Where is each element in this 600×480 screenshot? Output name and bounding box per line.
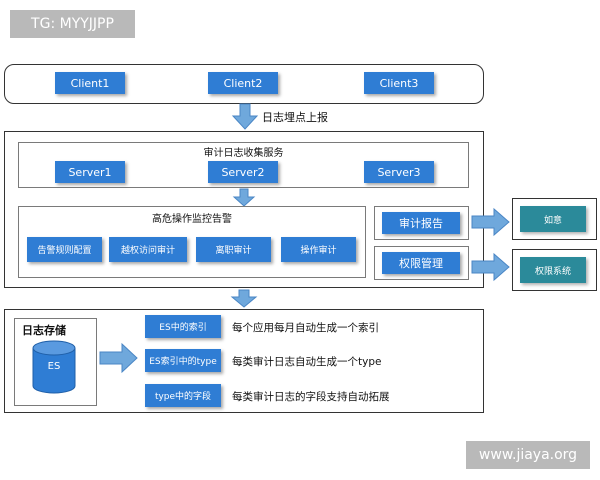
client-2-box: Client2 xyxy=(208,72,278,94)
storage-desc-type: 每类审计日志自动生成一个type xyxy=(232,356,382,368)
storage-title: 日志存储 xyxy=(22,324,66,337)
target-ruyi-label: 如意 xyxy=(543,215,562,226)
server-1-box: Server1 xyxy=(55,161,125,183)
storage-key-type-label: ES索引中的type xyxy=(149,357,217,367)
monitor-item-operation-label: 操作审计 xyxy=(300,246,337,256)
client-3-label: Client3 xyxy=(379,76,419,90)
target-permission-label: 权限系统 xyxy=(534,266,571,277)
server-2-label: Server2 xyxy=(221,165,265,179)
monitor-item-rules-label: 告警规则配置 xyxy=(37,246,92,256)
storage-key-field-label: type中的字段 xyxy=(154,392,212,402)
target-permission-box: 权限系统 xyxy=(520,257,586,283)
server-3-label: Server3 xyxy=(377,165,421,179)
monitor-item-overreach-label: 越权访问审计 xyxy=(120,246,175,256)
monitor-item-resign-label: 离职审计 xyxy=(215,246,252,256)
report-label: 日志埋点上报 xyxy=(262,111,328,124)
monitor-item-rules: 告警规则配置 xyxy=(27,237,102,262)
server-1-label: Server1 xyxy=(68,165,112,179)
arrow-down-storage-icon xyxy=(230,289,258,308)
storage-key-index: ES中的索引 xyxy=(145,315,221,338)
watermark-bottom: www.jiaya.org xyxy=(466,441,590,469)
server-2-box: Server2 xyxy=(208,161,278,183)
permission-box: 权限管理 xyxy=(382,252,460,274)
storage-key-index-label: ES中的索引 xyxy=(159,323,207,333)
client-1-label: Client1 xyxy=(70,76,110,90)
monitor-title: 高危操作监控告警 xyxy=(152,214,232,225)
arrow-right-icon xyxy=(471,207,510,237)
database-icon xyxy=(32,340,76,394)
audit-report-label: 审计报告 xyxy=(399,217,443,230)
arrow-right-storage-icon xyxy=(99,342,138,374)
storage-desc-index: 每个应用每月自动生成一个索引 xyxy=(232,322,379,334)
watermark-bottom-text: www.jiaya.org xyxy=(478,447,578,463)
client-3-box: Client3 xyxy=(364,72,434,94)
storage-key-type: ES索引中的type xyxy=(145,349,221,372)
audit-report-box: 审计报告 xyxy=(382,212,460,234)
client-2-label: Client2 xyxy=(223,76,263,90)
server-3-box: Server3 xyxy=(364,161,434,183)
permission-label: 权限管理 xyxy=(399,257,443,270)
storage-key-field: type中的字段 xyxy=(145,384,221,407)
target-ruyi-box: 如意 xyxy=(520,206,586,232)
arrow-right-icon-2 xyxy=(471,252,510,282)
storage-desc-field: 每类审计日志的字段支持自动拓展 xyxy=(232,391,390,403)
monitor-item-resign: 离职审计 xyxy=(196,237,271,262)
collect-service-title: 审计日志收集服务 xyxy=(203,148,284,159)
arrow-down-icon xyxy=(231,103,259,130)
client-1-box: Client1 xyxy=(55,72,125,94)
watermark-top-text: TG: MYYJJPP xyxy=(31,16,114,32)
arrow-down-small-icon xyxy=(232,188,256,207)
watermark-top: TG: MYYJJPP xyxy=(10,10,135,38)
database-label: ES xyxy=(47,361,61,372)
monitor-item-overreach: 越权访问审计 xyxy=(109,237,187,262)
monitor-item-operation: 操作审计 xyxy=(281,237,356,262)
